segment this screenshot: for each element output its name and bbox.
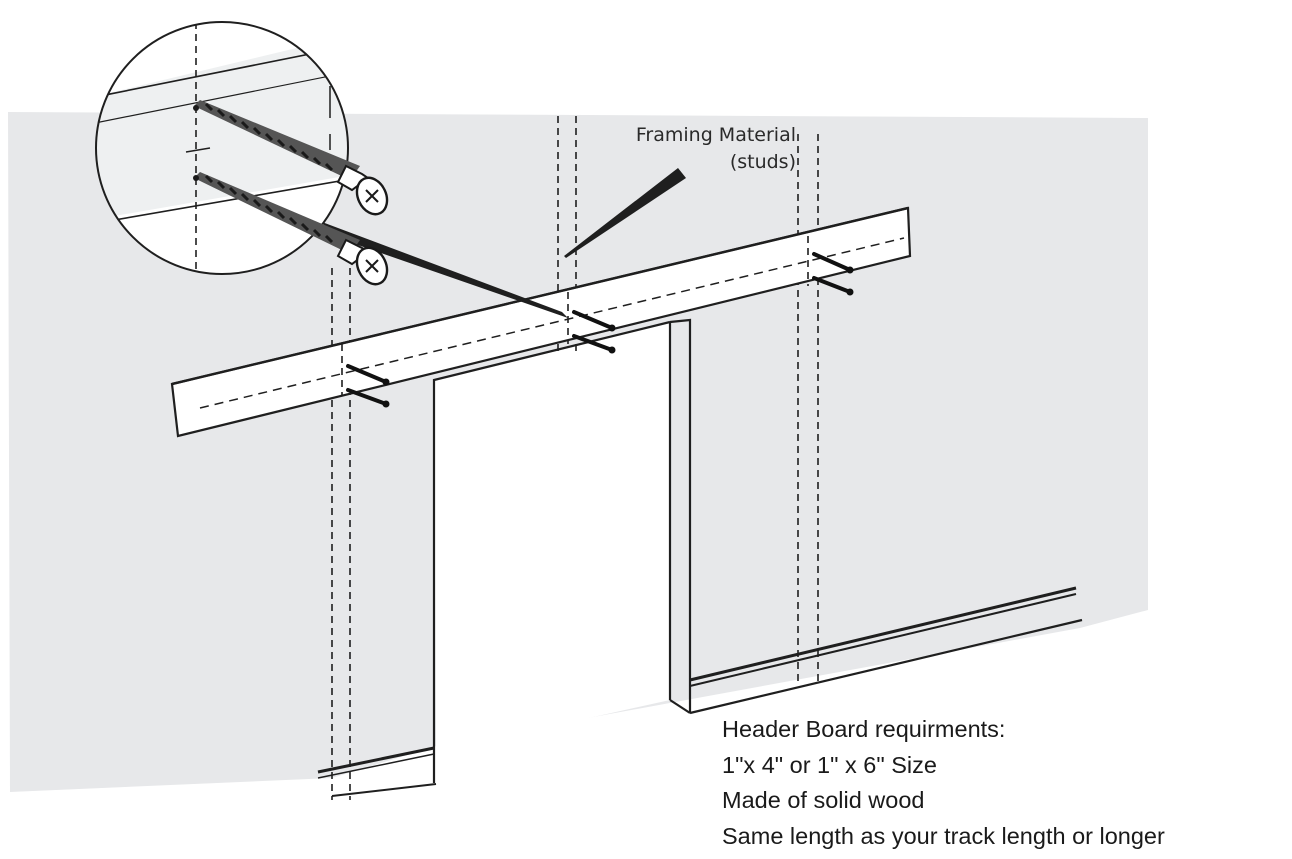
callout-leader — [564, 168, 686, 258]
screw-icon — [193, 100, 389, 216]
header-board-requirements: Header Board requirments: 1"x 4" or 1" x… — [722, 712, 1288, 854]
screw-pair-middle — [572, 310, 616, 354]
screw-pairs — [346, 252, 854, 408]
zoom-pointer — [322, 222, 568, 318]
callout-line-2: (studs) — [729, 151, 796, 173]
door-opening — [434, 322, 670, 752]
requirement-size: 1"x 4" or 1" x 6" Size — [722, 751, 937, 778]
header-board — [170, 206, 912, 438]
baseboard-right — [689, 586, 1083, 715]
requirements-heading: Header Board requirments: — [722, 716, 1006, 742]
baseboard-left — [317, 746, 437, 797]
screw-pair-left — [346, 364, 390, 408]
screw-pair-right — [812, 252, 854, 296]
requirement-material: Made of solid wood — [722, 787, 925, 813]
callout-line-1: Framing Material — [635, 124, 796, 146]
screw-icon — [193, 172, 389, 286]
requirement-length: Same length as your track length or long… — [722, 822, 1165, 849]
framing-material-label: Framing Material (studs) — [586, 122, 796, 176]
